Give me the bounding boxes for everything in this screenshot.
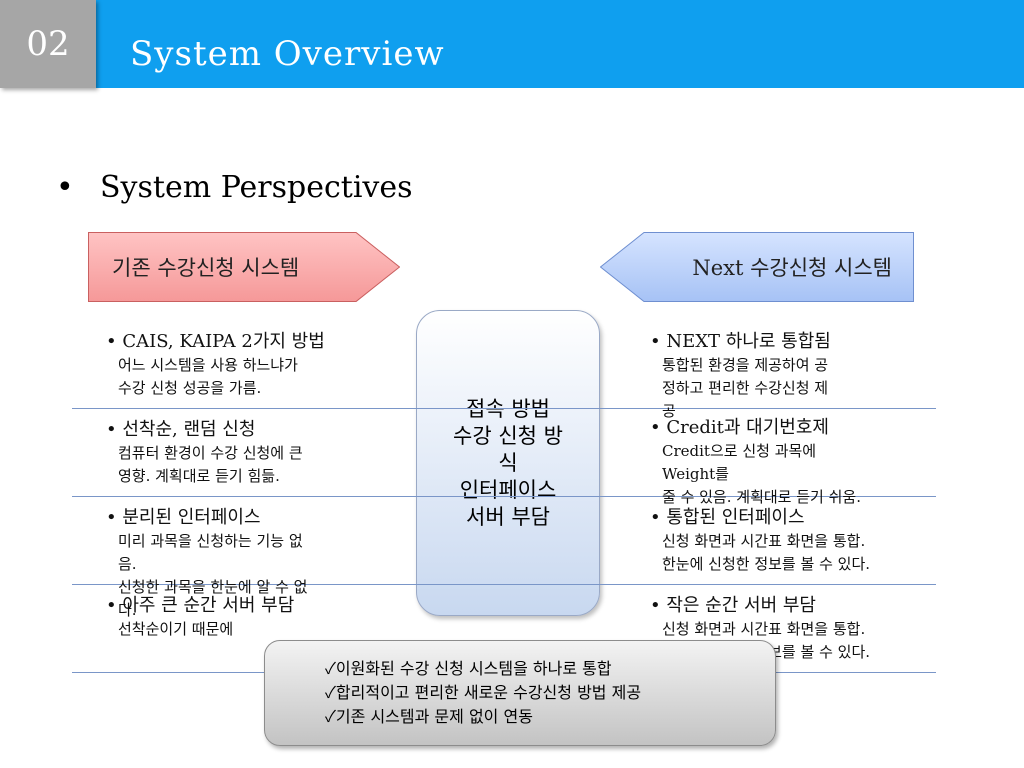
- main-bullet-text: System Perspectives: [100, 170, 413, 205]
- legacy-system-label: 기존 수강신청 시스템: [112, 256, 300, 280]
- legacy-item-detail: 미리 과목을 신청하는 기능 없: [118, 532, 303, 550]
- legacy-arrow-outline: [88, 232, 400, 302]
- comparison-criteria-box: 접속 방법 수강 신청 방 식 인터페이스 서버 부담: [416, 310, 600, 616]
- next-item-detail: 한눈에 신청한 정보를 볼 수 있다.: [662, 555, 871, 573]
- summary-box: ✓이원화된 수강 신청 시스템을 하나로 통합 ✓합리적이고 편리한 새로운 수…: [264, 640, 776, 746]
- legacy-item-detail: 컴퓨터 환경이 수강 신청에 큰: [118, 444, 303, 462]
- next-item-detail: 신청 화면과 시간표 화면을 통합.: [662, 620, 866, 638]
- legacy-item: • CAIS, KAIPA 2가지 방법 어느 시스템을 사용 하느냐가 수강 …: [106, 330, 396, 400]
- legacy-item-head: • 아주 큰 순간 서버 부담: [106, 595, 295, 616]
- next-item: • Credit과 대기번호제 Credit으로 신청 과목에 Weight를 …: [650, 416, 960, 509]
- criteria-line: 식: [498, 450, 518, 475]
- legacy-item-detail: 어느 시스템을 사용 하느냐가: [118, 356, 298, 374]
- summary-checkline: ✓합리적이고 편리한 새로운 수강신청 방법 제공: [325, 683, 642, 702]
- legacy-item-detail: 음.: [118, 555, 137, 573]
- section-number: 02: [0, 0, 96, 88]
- criteria-line: 수강 신청 방: [453, 423, 563, 448]
- criteria-line: 인터페이스: [459, 477, 557, 502]
- legacy-item: • 아주 큰 순간 서버 부담 선착순이기 때문에: [106, 594, 396, 641]
- legacy-item-detail: 다.: [118, 601, 137, 619]
- divider-line: [72, 496, 936, 497]
- next-item-detail: Weight를: [662, 465, 729, 483]
- next-system-label: Next 수강신청 시스템: [692, 256, 892, 280]
- next-item-detail: 통합된 환경을 제공하여 공: [662, 356, 829, 374]
- bullet-marker: •: [56, 170, 74, 205]
- next-item: • 통합된 인터페이스 신청 화면과 시간표 화면을 통합. 한눈에 신청한 정…: [650, 506, 970, 576]
- legacy-item-head: • CAIS, KAIPA 2가지 방법: [106, 331, 325, 352]
- next-item: • NEXT 하나로 통합됨 통합된 환경을 제공하여 공 정하고 편리한 수강…: [650, 330, 950, 423]
- main-bullet: • System Perspectives: [56, 168, 413, 208]
- next-system-arrow: Next 수강신청 시스템: [600, 232, 914, 302]
- summary-checkline: ✓이원화된 수강 신청 시스템을 하나로 통합: [325, 659, 612, 678]
- next-item-detail: 신청 화면과 시간표 화면을 통합.: [662, 532, 866, 550]
- next-item-detail: 공: [662, 402, 676, 420]
- divider-line: [72, 408, 936, 409]
- next-arrow-outline: [600, 232, 914, 302]
- legacy-item: • 선착순, 랜덤 신청 컴퓨터 환경이 수강 신청에 큰 영향. 계획대로 듣…: [106, 418, 396, 488]
- divider-line: [72, 584, 936, 585]
- slide-header: 02 System Overview: [0, 0, 1024, 88]
- legacy-item-head: • 선착순, 랜덤 신청: [106, 419, 256, 440]
- legacy-item-detail: 수강 신청 성공을 가름.: [118, 379, 262, 397]
- next-item-head: • 통합된 인터페이스: [650, 507, 805, 528]
- legacy-system-arrow: 기존 수강신청 시스템: [88, 232, 400, 302]
- legacy-item-head: • 분리된 인터페이스: [106, 507, 261, 528]
- next-item-detail: Credit으로 신청 과목에: [662, 442, 817, 460]
- legacy-item: • 분리된 인터페이스 미리 과목을 신청하는 기능 없 음. 신청한 과목을 …: [106, 506, 396, 622]
- next-item-head: • NEXT 하나로 통합됨: [650, 331, 831, 352]
- legacy-item-detail: 영향. 계획대로 듣기 힘듦.: [118, 467, 280, 485]
- slide-title: System Overview: [130, 34, 445, 74]
- legacy-item-detail: 신청한 과목을 한눈에 알 수 없: [118, 578, 308, 596]
- next-item-detail: 줄 수 있음. 계획대로 듣기 쉬움.: [662, 488, 861, 506]
- criteria-line: 서버 부담: [466, 504, 550, 529]
- next-item-head: • Credit과 대기번호제: [650, 417, 829, 438]
- summary-checkline: ✓기존 시스템과 문제 없이 연동: [325, 707, 533, 726]
- next-item-head: • 작은 순간 서버 부담: [650, 595, 816, 616]
- legacy-item-detail: 선착순이기 때문에: [118, 620, 234, 638]
- next-item-detail: 정하고 편리한 수강신청 제: [662, 379, 829, 397]
- criteria-line: 접속 방법: [466, 396, 550, 421]
